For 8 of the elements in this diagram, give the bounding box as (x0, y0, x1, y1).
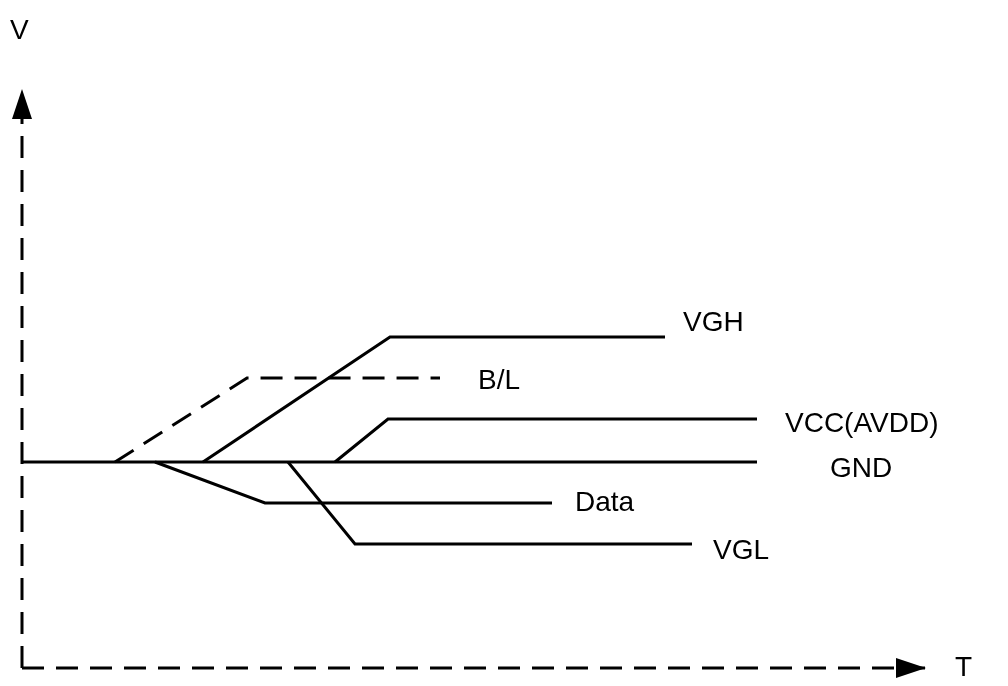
signal-label: Data (575, 488, 635, 516)
signal-label: VGL (713, 536, 770, 564)
signal-label: B/L (478, 366, 521, 394)
signal-label: VGH (683, 308, 744, 336)
axis-label: T (955, 653, 973, 681)
axis-label: V (10, 16, 29, 44)
signal-label: GND (830, 454, 893, 482)
signal-label: VCC(AVDD) (785, 409, 939, 437)
